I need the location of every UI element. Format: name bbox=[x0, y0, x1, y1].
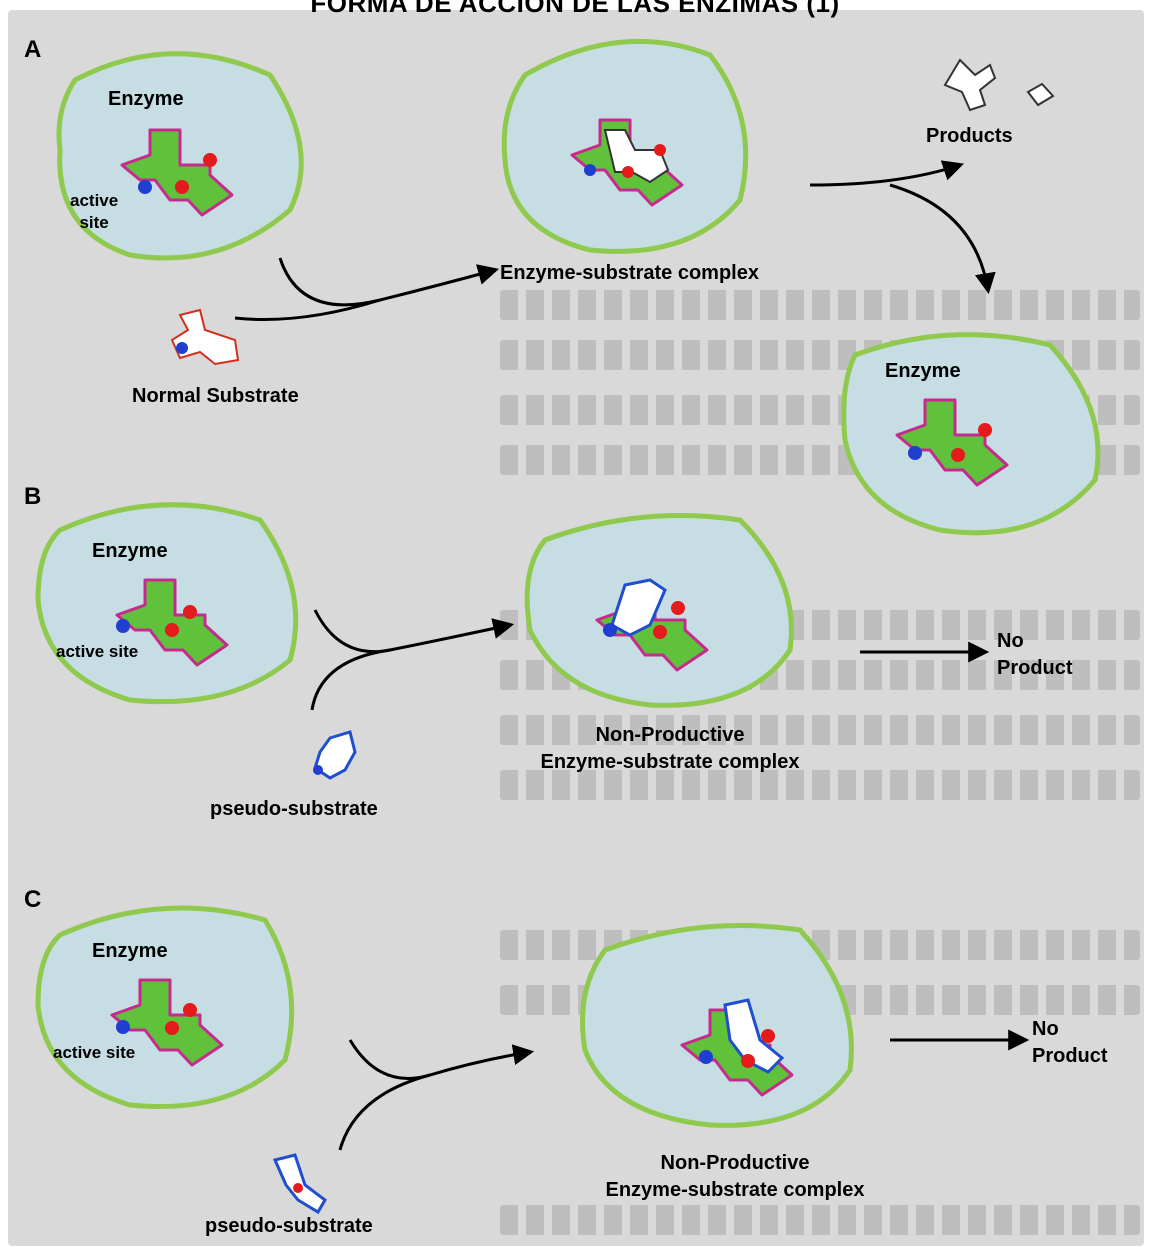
active-site-dot bbox=[176, 342, 188, 354]
pseudo-substrate-shape bbox=[723, 998, 785, 1074]
reaction-arrow-a bbox=[809, 160, 964, 187]
active-site-dot bbox=[741, 1054, 755, 1068]
active-site-dot bbox=[671, 601, 685, 615]
reaction-arrow-c bbox=[348, 1039, 535, 1080]
complex-label: Non-Productive Enzyme-substrate complex bbox=[605, 1152, 865, 1201]
panel-letter-c: C bbox=[24, 886, 42, 913]
active-site-dot bbox=[175, 180, 189, 194]
background-text-line bbox=[500, 715, 1140, 745]
pseudo-substrate-shape bbox=[313, 730, 357, 780]
enzyme-label: Enzyme bbox=[108, 88, 184, 110]
pseudo-substrate-label: pseudo-substrate bbox=[210, 798, 378, 820]
active-site-label: active site bbox=[56, 642, 139, 661]
reaction-arrow-a bbox=[234, 298, 381, 322]
active-site-dot bbox=[313, 765, 323, 775]
reaction-arrow-b bbox=[313, 609, 515, 654]
active-site-dot bbox=[908, 446, 922, 460]
active-site-dot bbox=[183, 605, 197, 619]
panel-letter-a: A bbox=[24, 36, 42, 63]
active-site-dot bbox=[165, 1021, 179, 1035]
active-site-dot bbox=[138, 180, 152, 194]
active-site-dot bbox=[165, 623, 179, 637]
no-product-label: No Product bbox=[1032, 1018, 1108, 1067]
substrate-shape bbox=[603, 129, 670, 184]
active-site-dot bbox=[116, 1020, 130, 1034]
product-shape bbox=[1026, 82, 1055, 107]
complex-label: Non-Productive Enzyme-substrate complex bbox=[540, 724, 800, 773]
active-site-dot bbox=[951, 448, 965, 462]
reaction-arrow-a bbox=[889, 183, 996, 295]
reaction-arrow-a bbox=[278, 257, 500, 307]
product-shape bbox=[943, 58, 997, 112]
active-site-dot bbox=[699, 1050, 713, 1064]
background-text-line bbox=[500, 770, 1140, 800]
active-site-dot bbox=[622, 166, 634, 178]
active-site-dot bbox=[293, 1183, 303, 1193]
cell-b2 bbox=[524, 513, 794, 708]
pseudo-substrate-label: pseudo-substrate bbox=[205, 1215, 373, 1237]
active-site-dot bbox=[183, 1003, 197, 1017]
panel-letter-b: B bbox=[24, 483, 42, 510]
page-title: FORMA DE ACCION DE LAS ENZIMAS (1) bbox=[310, 0, 840, 18]
enzyme-label: Enzyme bbox=[885, 360, 961, 382]
no-product-label: No Product bbox=[997, 630, 1073, 679]
substrate-label: Normal Substrate bbox=[132, 385, 299, 407]
active-site-dot bbox=[203, 153, 217, 167]
enzyme-label: Enzyme bbox=[92, 940, 168, 962]
active-site-label: active site bbox=[70, 191, 119, 232]
active-site-dot bbox=[584, 164, 596, 176]
active-site-dot bbox=[654, 144, 666, 156]
active-site-dot bbox=[978, 423, 992, 437]
substrate-shape bbox=[170, 308, 240, 366]
active-site-dot bbox=[761, 1029, 775, 1043]
background-text-line bbox=[500, 290, 1140, 320]
products-label: Products bbox=[926, 125, 1013, 147]
reaction-arrow-c bbox=[338, 1073, 431, 1151]
enzyme-label: Enzyme bbox=[92, 540, 168, 562]
active-site-label: active site bbox=[53, 1043, 136, 1062]
complex-label: Enzyme-substrate complex bbox=[500, 262, 759, 284]
active-site-dot bbox=[116, 619, 130, 633]
active-site-dot bbox=[653, 625, 667, 639]
active-site-dot bbox=[603, 623, 617, 637]
background-text-line bbox=[500, 1205, 1140, 1235]
reaction-arrow-b bbox=[310, 648, 391, 711]
